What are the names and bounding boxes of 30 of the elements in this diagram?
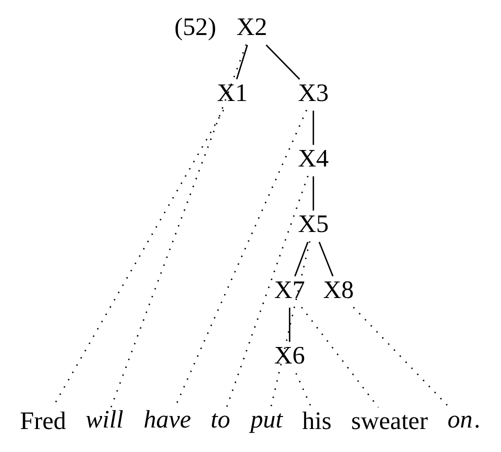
node-text: put xyxy=(250,406,283,434)
connector xyxy=(110,44,247,408)
node-text: X7 xyxy=(274,276,305,304)
node-text: X6 xyxy=(274,342,305,370)
connector xyxy=(301,306,379,408)
node-text: have xyxy=(144,406,192,434)
node-text: X8 xyxy=(323,276,354,304)
connector xyxy=(312,176,314,211)
node-text: to xyxy=(210,406,230,434)
connector xyxy=(266,44,300,80)
node-text: his xyxy=(302,408,332,436)
connector xyxy=(226,176,309,408)
connector xyxy=(288,308,290,342)
connector xyxy=(236,44,248,80)
node-text: X2 xyxy=(236,14,268,42)
connector xyxy=(294,242,309,276)
node-text: sweater xyxy=(351,408,428,436)
node-text: on. xyxy=(447,406,480,434)
node-text: X1 xyxy=(216,80,248,107)
node-text: Fred xyxy=(20,408,66,436)
connector xyxy=(270,241,310,408)
connector xyxy=(352,306,450,408)
connector xyxy=(295,373,312,408)
node-text: X5 xyxy=(298,211,329,238)
node-text: X4 xyxy=(298,145,329,172)
node-text: X3 xyxy=(298,80,329,107)
connector xyxy=(312,110,314,145)
connector xyxy=(318,242,334,276)
label: (52) xyxy=(174,14,216,42)
node-text: will xyxy=(86,406,124,434)
